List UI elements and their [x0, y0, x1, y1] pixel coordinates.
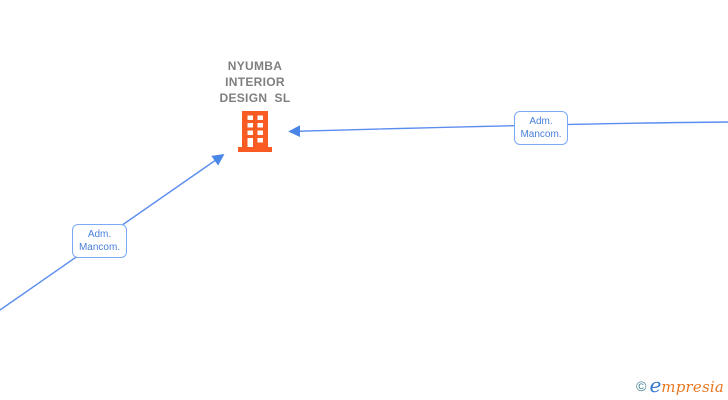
empresia-watermark: ©empresia	[636, 373, 724, 397]
edge-label-adm-mancom-right[interactable]: Adm. Mancom.	[514, 111, 568, 145]
company-name-line: NYUMBA	[227, 59, 283, 73]
company-name-line: INTERIOR	[225, 75, 285, 89]
empresia-logo-initial: e	[649, 373, 662, 397]
edge-label-text: Mancom.	[520, 129, 562, 140]
edge-label-text: Mancom.	[78, 242, 121, 253]
building-icon	[238, 111, 272, 152]
copyright-icon: ©	[636, 378, 647, 394]
company-name: NYUMBA INTERIOR DESIGN SL	[190, 58, 320, 106]
empresia-logo-text: mpresia	[661, 378, 724, 396]
edge-label-adm-mancom-left[interactable]: Adm. Mancom.	[72, 224, 127, 258]
edge-label-text: Adm.	[529, 116, 553, 127]
company-node-nyumba-interior-design[interactable]: NYUMBA INTERIOR DESIGN SL	[190, 58, 320, 157]
company-name-line: DESIGN SL	[219, 91, 291, 105]
edge-label-text: Adm.	[87, 229, 112, 240]
edge-line-right	[288, 121, 728, 138]
